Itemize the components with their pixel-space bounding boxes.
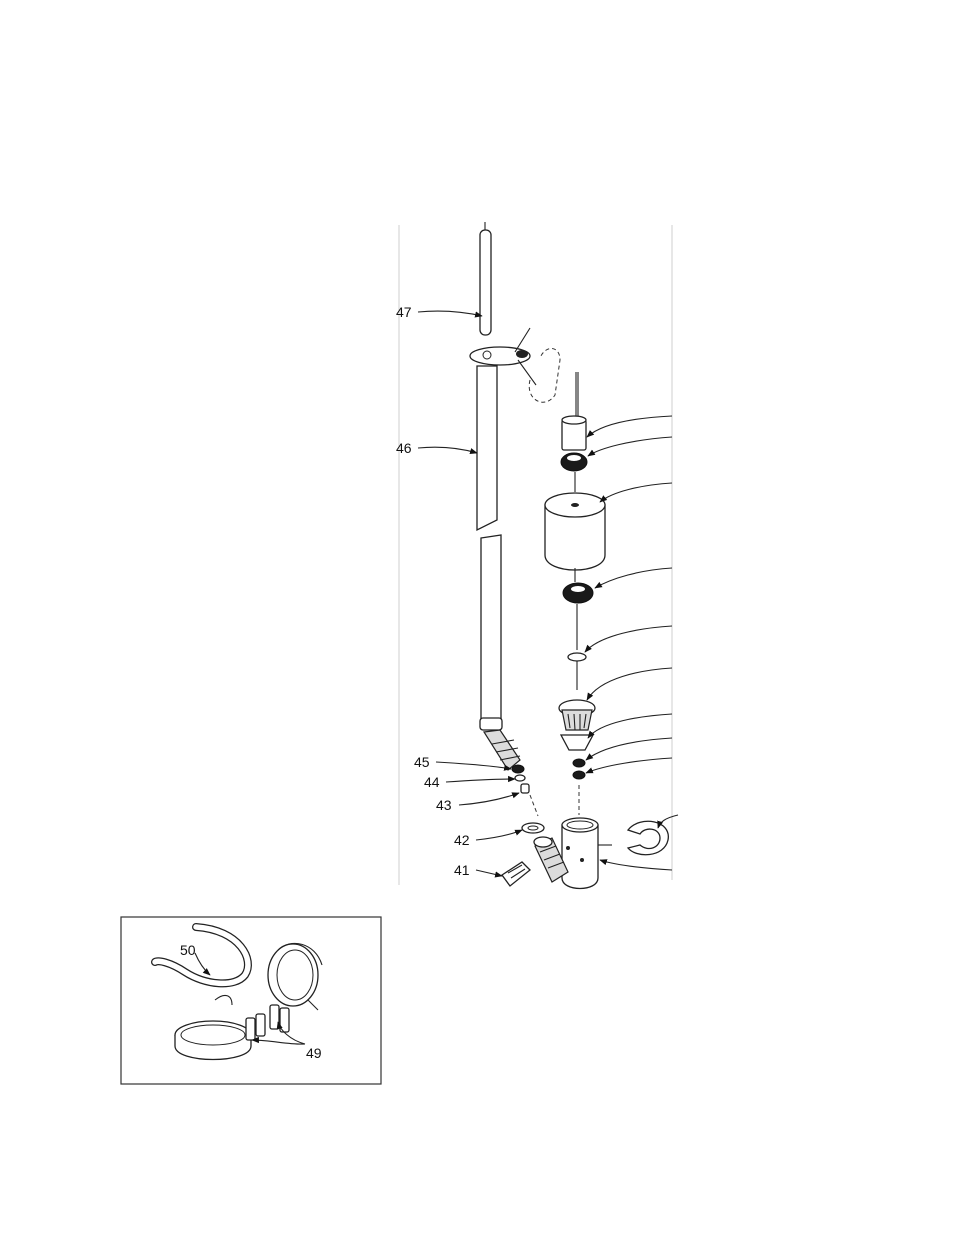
- part-44-washer: [515, 775, 525, 781]
- part-41-clip: [502, 862, 530, 886]
- callout-41: 41: [454, 862, 470, 878]
- dashed-connector: [529, 348, 560, 402]
- callout-50: 50: [180, 942, 196, 958]
- valve-housing: [562, 818, 612, 889]
- mid-bearing: [563, 583, 593, 603]
- part-47-tube: [480, 222, 491, 335]
- retainer-clip: [628, 821, 668, 854]
- scan-area: [399, 225, 672, 885]
- callout-43: 43: [436, 797, 452, 813]
- part-42-gasket: [522, 823, 544, 833]
- dash-43-42: [530, 795, 538, 816]
- inset-box: [121, 917, 381, 1084]
- o-ring-upper: [573, 759, 585, 767]
- top-collar: [562, 416, 586, 450]
- callout-44: 44: [424, 774, 440, 790]
- valve-seat: [559, 700, 595, 730]
- small-disk: [568, 653, 586, 661]
- top-bearing: [561, 453, 587, 471]
- callout-42: 42: [454, 832, 470, 848]
- part-46-tube: [477, 366, 520, 770]
- callout-46: 46: [396, 440, 412, 456]
- left-leaders: [418, 311, 522, 876]
- part-43-nut: [521, 784, 529, 793]
- right-stack-shaft: [576, 372, 578, 420]
- float-cylinder: [545, 493, 605, 570]
- callout-45: 45: [414, 754, 430, 770]
- right-leaders: [585, 416, 678, 870]
- callout-47: 47: [396, 304, 412, 320]
- part-45-fitting: [512, 765, 524, 773]
- callout-49: 49: [306, 1045, 322, 1061]
- o-ring-lower: [573, 771, 585, 779]
